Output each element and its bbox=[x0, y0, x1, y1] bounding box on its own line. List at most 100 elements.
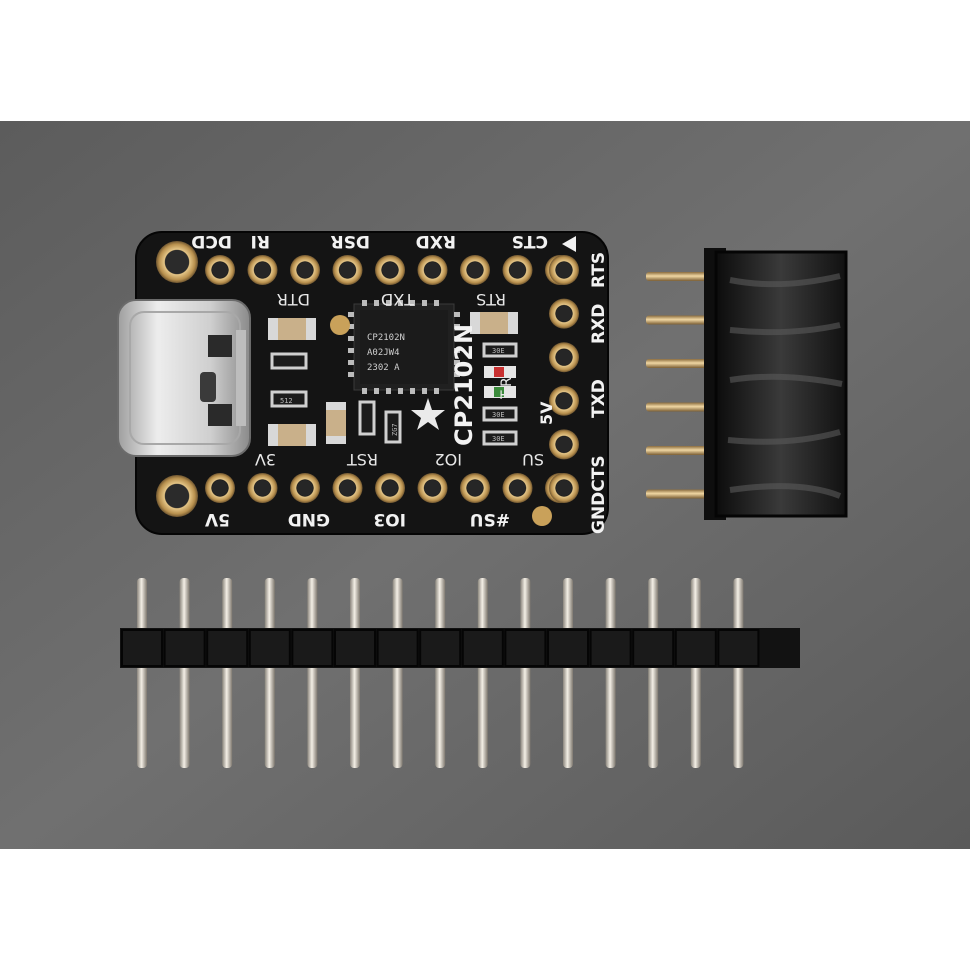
header-pin bbox=[477, 578, 488, 768]
chip-lead bbox=[374, 388, 379, 394]
label-ri-top: RI bbox=[251, 231, 270, 251]
header-segment bbox=[461, 629, 504, 667]
bottom-pad bbox=[332, 473, 363, 503]
bottom-pad bbox=[417, 473, 448, 503]
chip-lead bbox=[454, 372, 460, 377]
pcb-board: CP2102N A02JW4 2302 A 512 ZG7 30E 30E 30… bbox=[117, 231, 609, 535]
chip-lead bbox=[422, 300, 427, 306]
component-code-zg7: ZG7 bbox=[391, 423, 399, 436]
right-pad bbox=[549, 298, 579, 329]
chip-lead bbox=[398, 388, 403, 394]
header-pin bbox=[392, 578, 403, 768]
label-cts-top: CTS bbox=[512, 231, 548, 251]
header-segment bbox=[248, 629, 291, 667]
label-rts-inner: RTS bbox=[476, 290, 506, 309]
fiducial-1 bbox=[330, 315, 350, 335]
resistor-4: ZG7 bbox=[384, 410, 402, 444]
socket-pin bbox=[646, 315, 708, 325]
resistor-3 bbox=[358, 400, 376, 436]
chip-lead bbox=[454, 312, 460, 317]
chip-line-1: CP2102N bbox=[367, 333, 405, 343]
label-rxd-top: RXD bbox=[416, 231, 456, 251]
right-pad bbox=[549, 342, 579, 373]
chip-lead bbox=[454, 336, 460, 341]
label-dcd-top: DCD bbox=[191, 231, 232, 251]
chip-lead bbox=[410, 388, 415, 394]
header-pin bbox=[563, 578, 573, 768]
header-pin bbox=[350, 578, 360, 768]
header-segment bbox=[547, 629, 589, 667]
cp2102n-chip: CP2102N A02JW4 2302 A bbox=[348, 300, 460, 394]
top-pad-row bbox=[205, 255, 575, 285]
top-pad bbox=[375, 255, 405, 285]
socket-pin bbox=[646, 272, 708, 281]
chip-lead bbox=[386, 388, 391, 394]
header-segment bbox=[206, 629, 249, 667]
header-pin bbox=[520, 578, 531, 768]
chip-lead bbox=[348, 348, 354, 353]
label-5v-bottom: 5V bbox=[204, 509, 230, 529]
label-rts-right: RTS bbox=[589, 252, 609, 288]
usb-c-connector bbox=[117, 299, 251, 457]
header-pin bbox=[648, 578, 659, 768]
bottom-pad bbox=[205, 473, 235, 503]
chip-lead bbox=[348, 324, 354, 329]
component-code-30e-2: 30E bbox=[492, 411, 505, 419]
chip-line-3: 2302 A bbox=[367, 363, 400, 373]
chip-lead bbox=[410, 300, 415, 306]
header-segment bbox=[419, 629, 462, 667]
label-dsr-top: DSR bbox=[331, 231, 370, 251]
header-pin bbox=[222, 578, 233, 768]
header-segment bbox=[376, 629, 419, 667]
chip-lead bbox=[374, 300, 379, 306]
component-code-30e-1: 30E bbox=[492, 347, 505, 355]
label-r: R bbox=[499, 377, 515, 387]
chip-lead bbox=[454, 348, 460, 353]
chip-lead bbox=[362, 388, 367, 394]
header-pin bbox=[179, 578, 190, 768]
label-io3-bottom: IO3 bbox=[373, 509, 406, 529]
top-pad bbox=[290, 255, 320, 285]
capacitor-4 bbox=[470, 312, 518, 334]
bottom-pad bbox=[375, 473, 405, 503]
label-3v: 3V bbox=[255, 450, 276, 469]
capacitor-2 bbox=[268, 424, 316, 446]
bottom-pad bbox=[247, 473, 278, 503]
header-pin bbox=[137, 578, 147, 768]
header-pin bbox=[605, 578, 616, 768]
label-gndcts-right: GNDCTS bbox=[589, 455, 609, 534]
chip-lead bbox=[348, 336, 354, 341]
top-pad bbox=[247, 255, 278, 285]
label-txd-right: TXD bbox=[589, 379, 609, 418]
header-pin bbox=[264, 578, 275, 768]
header-pin bbox=[733, 578, 744, 768]
resistor-7: 30E bbox=[482, 430, 518, 446]
right-pad bbox=[549, 255, 579, 285]
header-pin bbox=[435, 578, 446, 768]
top-pad bbox=[417, 255, 448, 285]
chip-lead bbox=[434, 388, 439, 394]
header-segment bbox=[504, 629, 547, 667]
top-pad bbox=[205, 255, 235, 285]
socket-pin bbox=[646, 446, 708, 455]
label-io2: IO2 bbox=[435, 450, 463, 469]
label-txd-inner: TXD bbox=[381, 290, 415, 309]
header-pin bbox=[690, 578, 701, 768]
socket-pin bbox=[646, 489, 708, 499]
right-pad bbox=[549, 473, 579, 503]
header-pin bbox=[307, 578, 318, 768]
header-segment bbox=[589, 629, 632, 667]
chip-lead bbox=[348, 372, 354, 377]
header-segment bbox=[674, 629, 717, 667]
right-pad-column bbox=[549, 255, 579, 503]
capacitor-1 bbox=[268, 318, 316, 340]
chip-lead bbox=[398, 300, 403, 306]
label-gnd-bottom: GND bbox=[288, 509, 330, 529]
label-dtr: DTR bbox=[277, 290, 310, 309]
resistor-5: 30E bbox=[482, 342, 518, 358]
right-pad bbox=[549, 429, 579, 460]
top-pad bbox=[502, 255, 533, 285]
top-pad bbox=[460, 255, 490, 285]
tx-led bbox=[484, 386, 516, 398]
component-code-30e-3: 30E bbox=[492, 435, 505, 443]
